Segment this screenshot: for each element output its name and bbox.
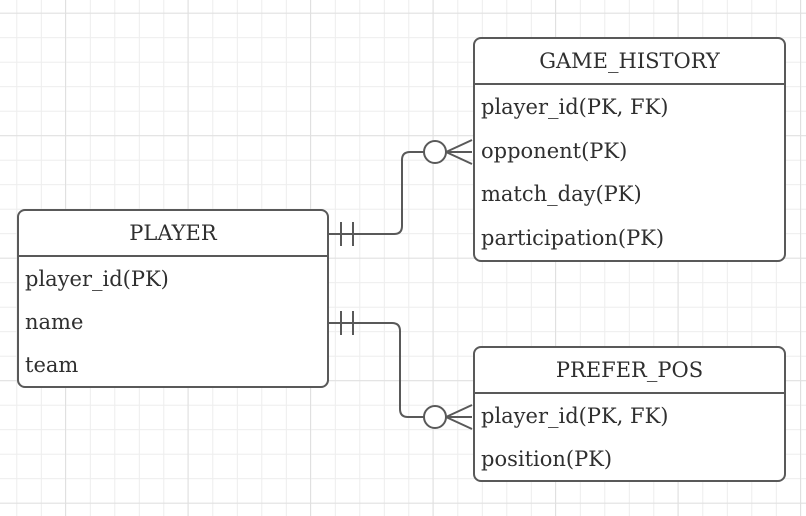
entity-player[interactable]: PLAYER player_id(PK) name team <box>17 209 329 388</box>
attribute-row[interactable]: match_day(PK) <box>481 182 642 207</box>
entity-attribute-list: player_id(PK, FK) opponent(PK) match_day… <box>475 85 784 260</box>
cardinality-one-and-only-one-icon <box>340 311 354 335</box>
entity-title[interactable]: PREFER_POS <box>475 348 784 394</box>
cardinality-many-crowfoot-icon <box>445 404 473 430</box>
attribute-row[interactable]: player_id(PK, FK) <box>481 403 669 428</box>
attribute-row[interactable]: position(PK) <box>481 446 613 471</box>
attribute-row[interactable]: participation(PK) <box>481 226 665 251</box>
connector-player-prefer-pos[interactable] <box>329 311 473 430</box>
connector-player-game-history[interactable] <box>329 139 473 246</box>
cardinality-many-crowfoot-icon <box>445 139 473 165</box>
entity-attribute-list: player_id(PK) name team <box>19 257 327 386</box>
entity-prefer-pos[interactable]: PREFER_POS player_id(PK, FK) position(PK… <box>473 346 786 482</box>
attribute-row[interactable]: opponent(PK) <box>481 138 628 163</box>
entity-title[interactable]: GAME_HISTORY <box>475 39 784 85</box>
entity-attribute-list: player_id(PK, FK) position(PK) <box>475 394 784 480</box>
connector-line[interactable] <box>329 151 424 235</box>
connector-line[interactable] <box>329 322 424 418</box>
attribute-row[interactable]: team <box>25 352 79 377</box>
entity-title[interactable]: PLAYER <box>19 211 327 257</box>
cardinality-one-and-only-one-icon <box>340 222 354 246</box>
attribute-row[interactable]: name <box>25 309 84 334</box>
attribute-row[interactable]: player_id(PK, FK) <box>481 94 669 119</box>
cardinality-zero-circle-icon <box>423 405 447 429</box>
cardinality-zero-circle-icon <box>423 140 447 164</box>
entity-game-history[interactable]: GAME_HISTORY player_id(PK, FK) opponent(… <box>473 37 786 262</box>
attribute-row[interactable]: player_id(PK) <box>25 266 169 291</box>
